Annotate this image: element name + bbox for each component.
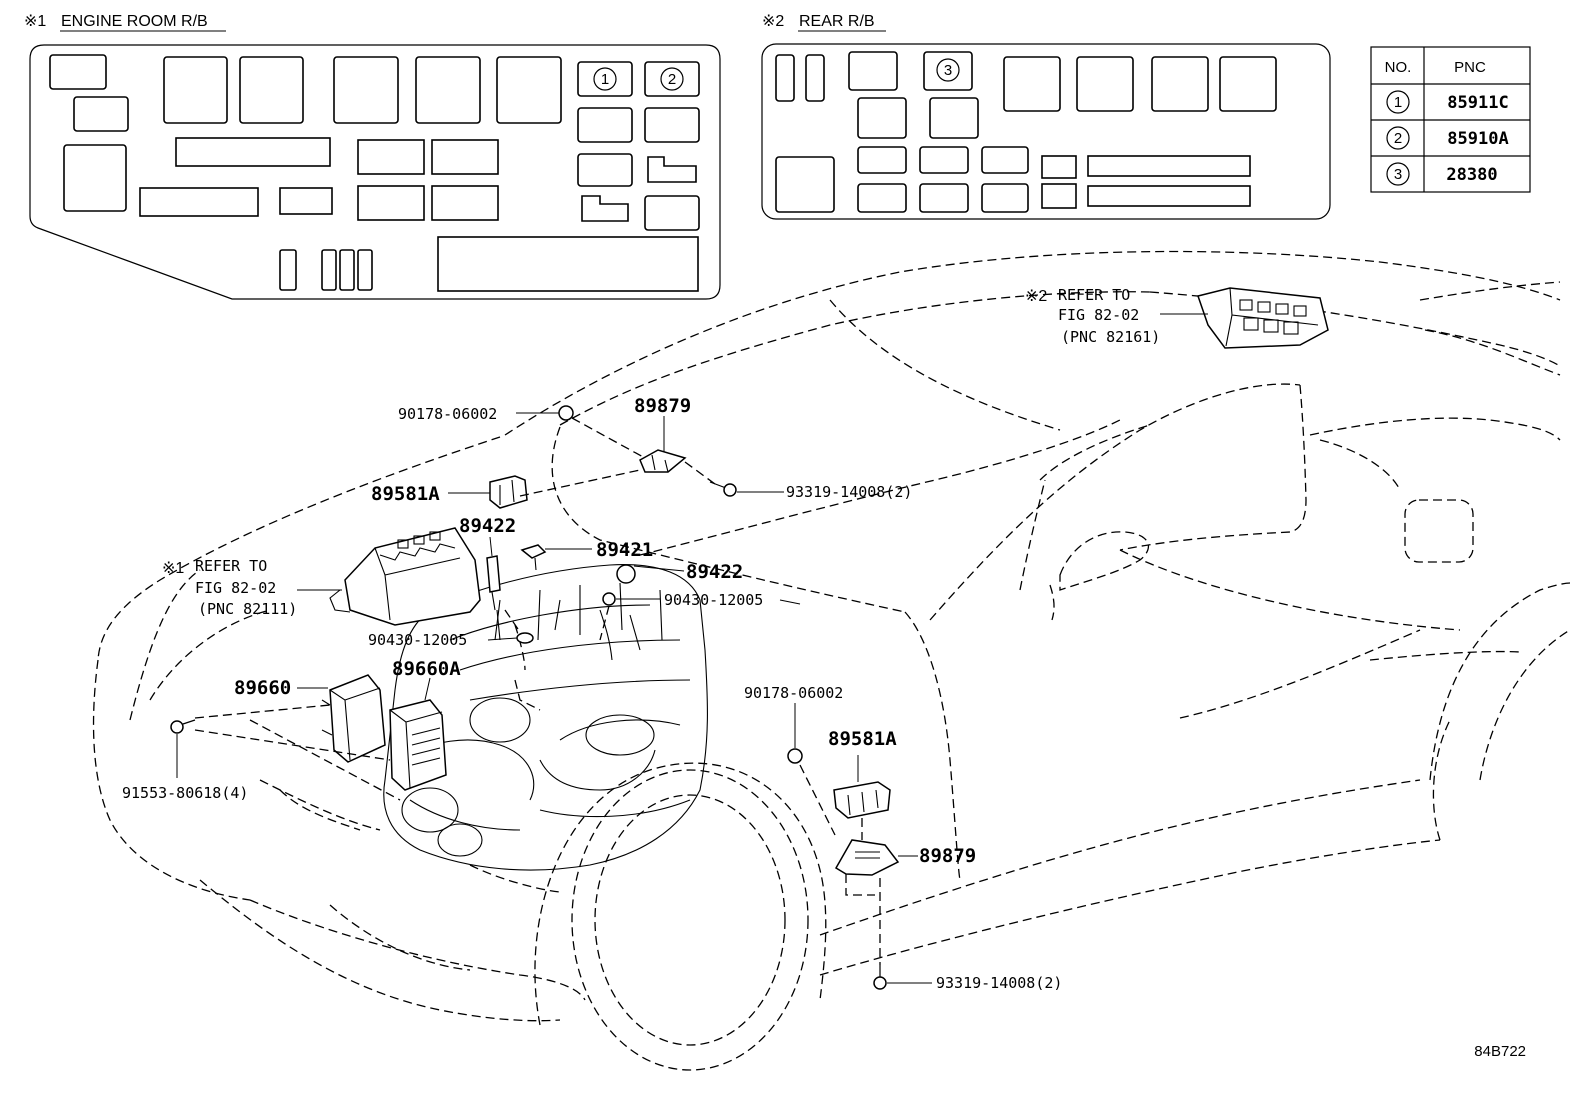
callouts: ※2 REFER TO FIG 82-02 (PNC 82161) ※1 REF… bbox=[122, 286, 1160, 992]
fuse-position-3 bbox=[923, 51, 973, 91]
sensor-89422-b bbox=[616, 564, 636, 584]
sensor-89421 bbox=[520, 544, 547, 571]
label-89422-a: 89422 bbox=[459, 515, 516, 537]
label-90178-mid: 90178-06002 bbox=[744, 684, 843, 702]
engine-assembly bbox=[383, 564, 708, 871]
ref-rear-mark: ※2 bbox=[1025, 288, 1047, 305]
label-89879-top: 89879 bbox=[634, 395, 691, 417]
gasket-90430-left bbox=[516, 632, 534, 644]
ecu-89660a bbox=[389, 699, 447, 791]
rear-relay-block bbox=[1197, 287, 1329, 349]
label-90178-top: 90178-06002 bbox=[398, 405, 497, 423]
pnc-table-header-pnc: PNC bbox=[1454, 59, 1486, 76]
gasket-90430-right bbox=[602, 592, 616, 606]
engine-room-relay-block bbox=[329, 527, 481, 626]
fuse-position-1 bbox=[577, 61, 633, 97]
car-body-outline bbox=[92, 250, 1571, 1071]
rear-rb-panel: ※2 REAR R/B 3 bbox=[761, 13, 1331, 220]
ref-engine-line3: (PNC 82111) bbox=[198, 600, 297, 618]
fuse-position-3-marker: 3 bbox=[944, 62, 952, 79]
pnc-table-header-no: NO. bbox=[1385, 59, 1412, 76]
rear-rb-title: REAR R/B bbox=[799, 13, 875, 30]
engine-room-rb-outline bbox=[29, 44, 721, 300]
label-89421: 89421 bbox=[596, 539, 653, 561]
ecu-89660 bbox=[321, 674, 386, 763]
label-90430-left: 90430-12005 bbox=[368, 631, 467, 649]
ref-engine-line1: REFER TO bbox=[195, 557, 267, 575]
pnc-row-1-no: 1 bbox=[1394, 94, 1402, 111]
pnc-row-3-pnc: 28380 bbox=[1446, 165, 1497, 185]
label-91553: 91553-80618(4) bbox=[122, 784, 248, 802]
pnc-row-2-no: 2 bbox=[1394, 130, 1402, 147]
label-89660a: 89660A bbox=[392, 658, 461, 680]
label-93319-bottom: 93319-14008(2) bbox=[936, 974, 1062, 992]
label-89879-bottom: 89879 bbox=[919, 845, 976, 867]
nut-90178-mid bbox=[787, 748, 803, 764]
bolt-93319-bottom bbox=[873, 965, 887, 990]
engine-room-rb-mark: ※1 bbox=[24, 13, 46, 30]
pnc-row-2-pnc: 85910A bbox=[1447, 129, 1508, 149]
fuse-position-1-marker: 1 bbox=[601, 71, 609, 88]
sensor-89581a-top bbox=[489, 475, 528, 509]
pnc-row-1-pnc: 85911C bbox=[1447, 93, 1508, 113]
fuse-position-2-marker: 2 bbox=[668, 71, 676, 88]
ref-engine-line2: FIG 82-02 bbox=[195, 579, 276, 597]
rear-rb-mark: ※2 bbox=[762, 13, 784, 30]
label-90430-right: 90430-12005 bbox=[664, 591, 763, 609]
pnc-row-3-no: 3 bbox=[1394, 166, 1402, 183]
sensor-89581a-bottom bbox=[833, 755, 891, 819]
rear-rb-outline bbox=[761, 43, 1331, 220]
engine-room-rb-title: ENGINE ROOM R/B bbox=[61, 13, 208, 30]
ref-rear-line1: REFER TO bbox=[1058, 286, 1130, 304]
label-93319-top: 93319-14008(2) bbox=[786, 483, 912, 501]
bolt-91553 bbox=[170, 719, 196, 734]
label-89581a-bottom: 89581A bbox=[828, 728, 897, 750]
engine-room-rb-panel: ※1 ENGINE ROOM R/B 1 2 bbox=[24, 13, 721, 300]
label-89422-b: 89422 bbox=[686, 561, 743, 583]
label-89660: 89660 bbox=[234, 677, 291, 699]
bracket-89879-bottom bbox=[834, 839, 900, 896]
nut-90178-top bbox=[558, 405, 574, 421]
ref-rear-line3: (PNC 82161) bbox=[1061, 328, 1160, 346]
ref-rear-line2: FIG 82-02 bbox=[1058, 306, 1139, 324]
bracket-89879-top bbox=[639, 449, 687, 473]
ref-engine-mark: ※1 bbox=[162, 560, 184, 577]
sensor-89422-a bbox=[486, 555, 501, 641]
bolt-93319-top bbox=[709, 481, 737, 497]
figure-code: 84B722 bbox=[1474, 1043, 1526, 1060]
fuse-position-2 bbox=[644, 61, 700, 97]
label-89581a-top: 89581A bbox=[371, 483, 440, 505]
pnc-table: NO. PNC 1 85911C 2 85910A 3 28380 bbox=[1370, 46, 1531, 193]
